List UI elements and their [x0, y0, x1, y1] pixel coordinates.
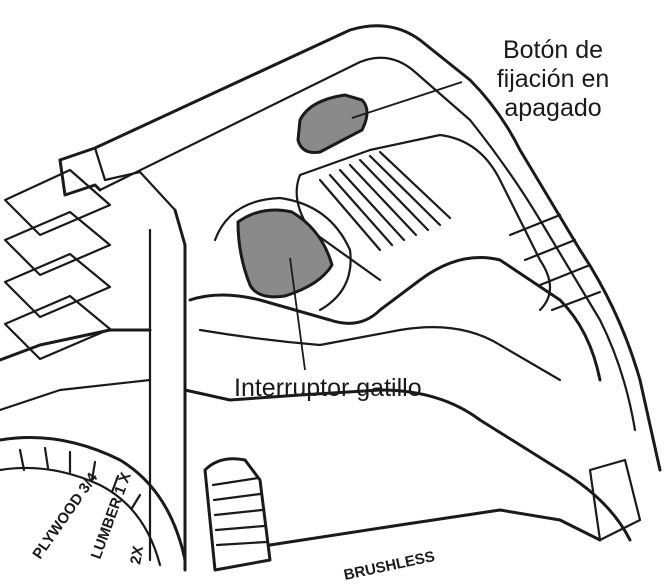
lock-off-label-line-3: apagado — [504, 94, 602, 122]
cooling-fins — [3, 168, 112, 361]
front-column — [173, 208, 187, 572]
rear-grip-ridges — [508, 213, 602, 312]
lock-off-label-line-1: Botón de — [502, 36, 604, 64]
lower-left-edge — [0, 378, 152, 412]
trigger-leader — [289, 257, 306, 371]
grip-ribs — [318, 150, 452, 252]
dial-ticks — [18, 446, 142, 510]
lower-left-block — [0, 328, 152, 362]
front-knob — [203, 457, 272, 572]
front-knob-ridges — [211, 476, 268, 547]
grip-inner-contour — [198, 326, 562, 382]
base-right-block — [588, 458, 642, 542]
lock-off-label-line-2: fijación en — [496, 65, 610, 93]
lock-off-button-shape — [296, 93, 369, 154]
trigger-guard — [213, 196, 352, 312]
dial-arc-outer — [0, 436, 187, 562]
brushless-stamp: BRUSHLESS — [342, 548, 436, 584]
trigger-shape — [236, 208, 334, 299]
grip-outline — [188, 256, 602, 382]
front-plate-edge — [93, 146, 177, 212]
lock-off-button-label: Botón de fijación en apagado — [458, 36, 648, 123]
front-plate — [58, 158, 102, 197]
lock-off-leader — [351, 81, 463, 119]
handle-back-ridge — [468, 118, 637, 432]
grip-panel — [368, 133, 552, 312]
handle-top-outline — [58, 24, 662, 472]
dial-arc-inner — [0, 466, 162, 567]
trigger-switch-label: Interruptor gatillo — [234, 374, 422, 402]
handle-top-inner — [98, 56, 472, 192]
dial-marking-2x: 2X — [127, 545, 147, 566]
base-outline — [268, 508, 602, 547]
grip-lower-body — [183, 388, 632, 542]
